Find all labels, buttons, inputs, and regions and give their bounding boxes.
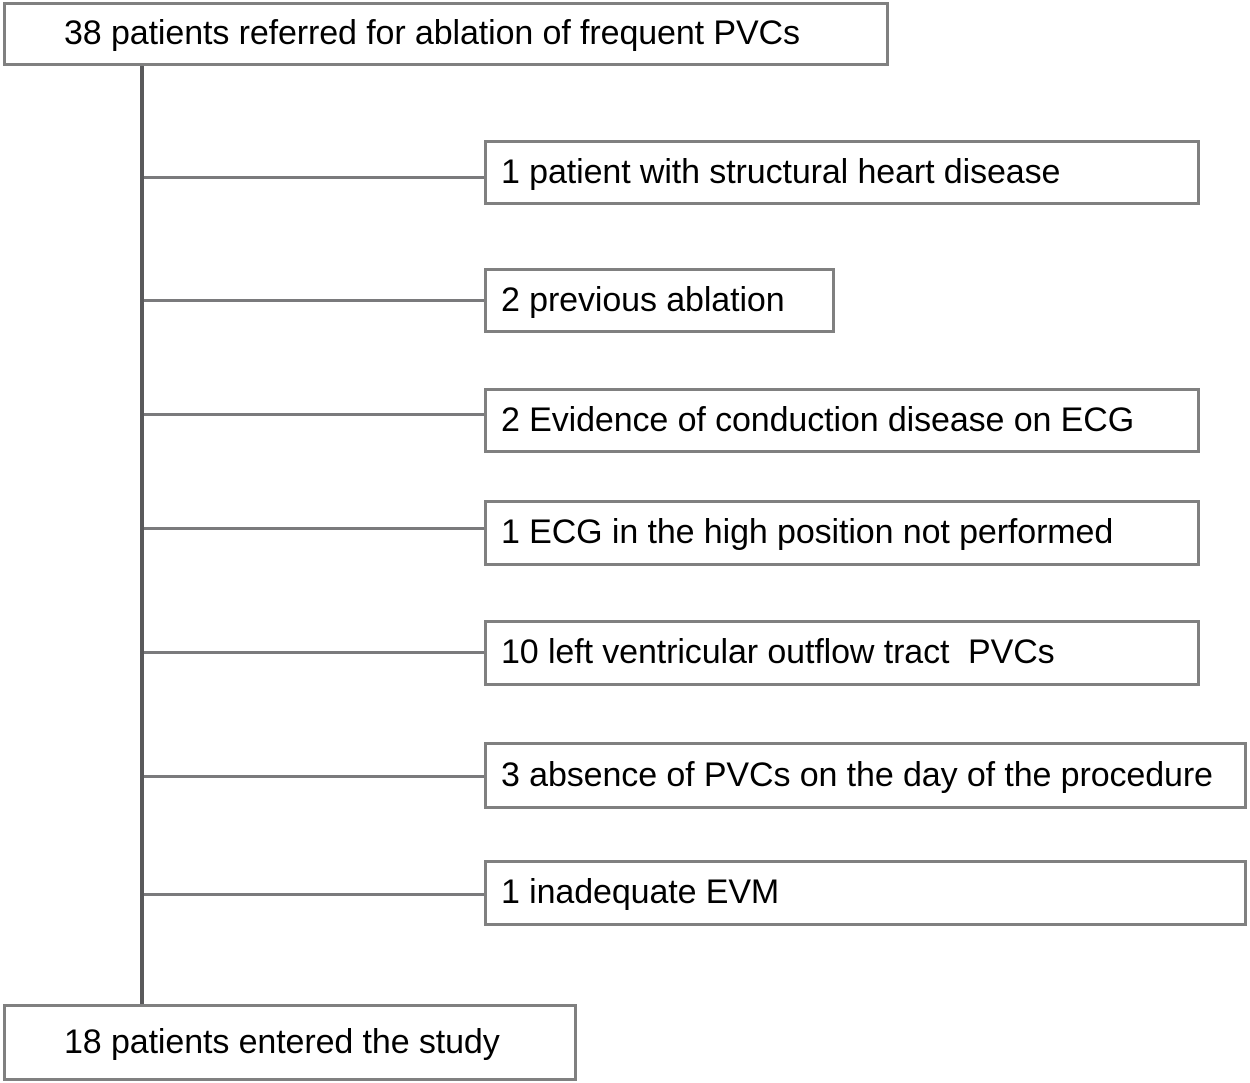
node-exclusion-conduction-disease-ecg: 2 Evidence of conduction disease on ECG [484, 388, 1200, 453]
node-entered-study-label: 18 patients entered the study [64, 1022, 500, 1061]
trunk-connector-line [140, 64, 144, 1016]
node-exclusion-previous-ablation: 2 previous ablation [484, 268, 835, 333]
node-exclusion-structural-heart-disease: 1 patient with structural heart disease [484, 140, 1200, 205]
node-exclusion-3-label: 2 Evidence of conduction disease on ECG [501, 400, 1135, 439]
node-exclusion-7-label: 1 inadequate EVM [501, 873, 780, 912]
node-exclusion-4-label: 1 ECG in the high position not performed [501, 513, 1114, 552]
connector-line-exclusion-6 [143, 775, 486, 778]
connector-line-exclusion-2 [143, 299, 486, 302]
node-exclusion-1-label: 1 patient with structural heart disease [501, 152, 1061, 191]
connector-line-exclusion-1 [143, 176, 486, 179]
connector-line-exclusion-5 [143, 651, 486, 654]
node-exclusion-6-label: 3 absence of PVCs on the day of the proc… [501, 755, 1213, 794]
connector-line-exclusion-7 [143, 893, 486, 896]
node-exclusion-left-ventricular-outflow-tract-pvcs: 10 left ventricular outflow tract PVCs [484, 620, 1200, 686]
node-exclusion-inadequate-evm: 1 inadequate EVM [484, 860, 1247, 926]
node-referred-patients: 38 patients referred for ablation of fre… [3, 2, 889, 66]
node-exclusion-high-position-ecg-not-performed: 1 ECG in the high position not performed [484, 500, 1200, 566]
node-referred-patients-label: 38 patients referred for ablation of fre… [64, 14, 800, 53]
node-exclusion-2-label: 2 previous ablation [501, 280, 785, 319]
connector-line-exclusion-3 [143, 413, 486, 416]
node-exclusion-5-label: 10 left ventricular outflow tract PVCs [501, 633, 1055, 672]
node-entered-study: 18 patients entered the study [3, 1004, 577, 1081]
connector-line-exclusion-4 [143, 527, 486, 530]
node-exclusion-absence-of-pvcs: 3 absence of PVCs on the day of the proc… [484, 742, 1247, 809]
